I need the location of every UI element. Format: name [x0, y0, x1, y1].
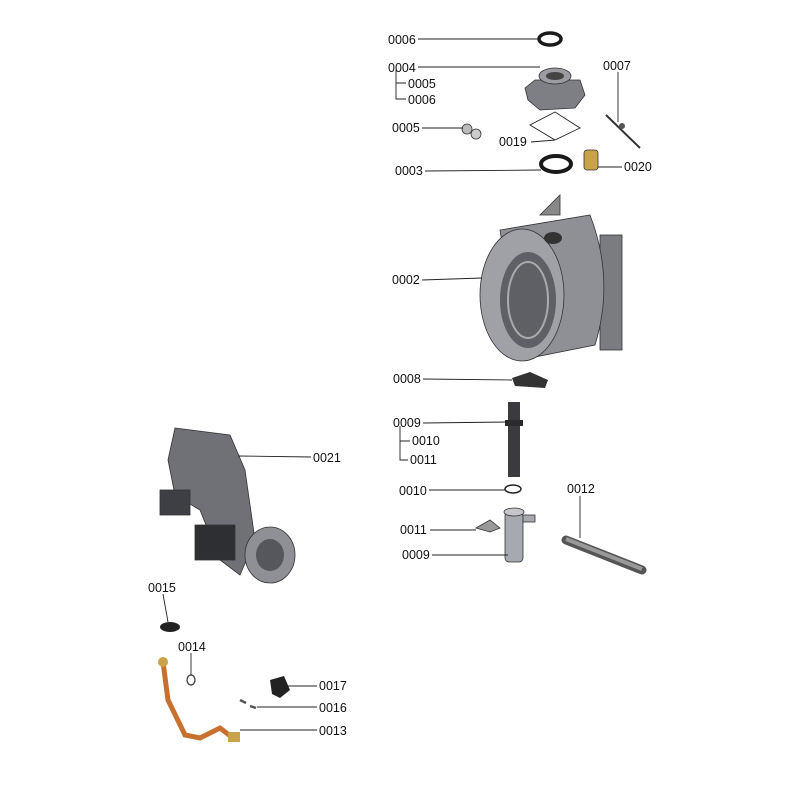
label-0019[interactable]: 0019	[499, 135, 527, 149]
part-0009-siphon-tube[interactable]	[505, 402, 523, 477]
label-0009[interactable]: 0009	[402, 548, 430, 562]
label-0006-top[interactable]: 0006	[388, 33, 416, 47]
part-0005-grommets[interactable]	[461, 123, 482, 140]
label-0015[interactable]: 0015	[148, 581, 176, 595]
part-0014-oring[interactable]	[186, 674, 196, 686]
part-0004-flue-adapter[interactable]	[524, 67, 586, 141]
part-0007-sensor[interactable]	[605, 114, 641, 149]
label-0020[interactable]: 0020	[624, 160, 652, 174]
label-0017[interactable]: 0017	[319, 679, 347, 693]
leader-lines	[162, 38, 622, 731]
part-0020-air-vent[interactable]	[583, 149, 599, 171]
part-0016-screws[interactable]	[239, 698, 257, 710]
part-0010-oring[interactable]	[504, 484, 522, 494]
part-0013-gas-pipe[interactable]	[158, 657, 240, 742]
label-0005-sub[interactable]: 0005	[408, 77, 436, 91]
label-0014[interactable]: 0014	[178, 640, 206, 654]
label-0003[interactable]: 0003	[395, 164, 423, 178]
label-0010-sub[interactable]: 0010	[412, 434, 440, 448]
label-0005[interactable]: 0005	[392, 121, 420, 135]
part-0003-gasket[interactable]	[539, 154, 573, 174]
label-0012[interactable]: 0012	[567, 482, 595, 496]
label-0013[interactable]: 0013	[319, 724, 347, 738]
label-0010[interactable]: 0010	[399, 484, 427, 498]
part-0011-clip[interactable]	[474, 519, 501, 533]
label-0002[interactable]: 0002	[392, 273, 420, 287]
label-0009-top[interactable]: 0009	[393, 416, 421, 430]
part-0002-heat-exchanger[interactable]	[479, 194, 623, 362]
part-0006-oring[interactable]	[537, 31, 563, 47]
label-0008[interactable]: 0008	[393, 372, 421, 386]
label-0021[interactable]: 0021	[313, 451, 341, 465]
label-0016[interactable]: 0016	[319, 701, 347, 715]
part-0021-fan-assembly[interactable]	[159, 427, 296, 584]
part-0015-washer[interactable]	[160, 622, 180, 632]
part-0017-clip[interactable]	[270, 676, 290, 698]
label-0011-sub[interactable]: 0011	[410, 453, 437, 467]
part-0009-siphon[interactable]	[503, 507, 536, 563]
part-0012-pipe[interactable]	[561, 535, 647, 575]
label-0006-sub[interactable]: 0006	[408, 93, 436, 107]
label-0011[interactable]: 0011	[400, 523, 427, 537]
label-0007[interactable]: 0007	[603, 59, 631, 73]
label-0004[interactable]: 0004	[388, 61, 416, 75]
part-0008-bracket[interactable]	[512, 372, 548, 388]
